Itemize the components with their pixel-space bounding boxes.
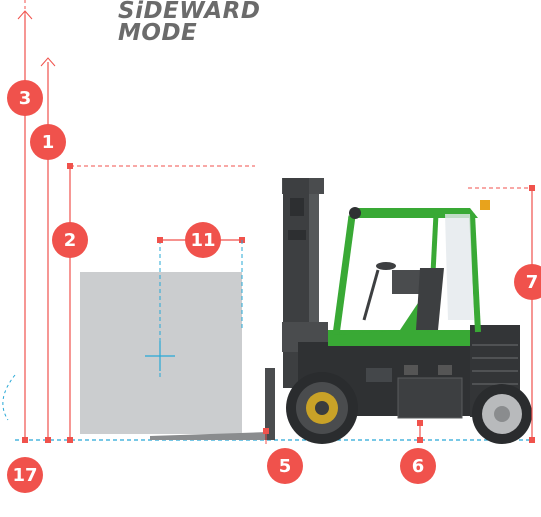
load-center-marker (145, 240, 175, 378)
callout-3-label: 3 (19, 88, 32, 109)
callout-5-badge: 5 (267, 448, 303, 484)
callout-6-label: 6 (412, 456, 425, 477)
callout-11-badge: 11 (185, 222, 221, 258)
dimension-5 (263, 428, 269, 444)
cab (332, 200, 490, 345)
dimension-3 (17, 0, 33, 443)
callout-11-label: 11 (190, 230, 215, 251)
callout-5-label: 5 (279, 456, 292, 477)
fork-carriage (265, 368, 275, 440)
front-wheel (286, 372, 358, 444)
rear-wheel (472, 384, 532, 444)
callout-17-label: 17 (12, 465, 37, 486)
dimension-7 (468, 185, 535, 443)
callout-3-badge: 3 (7, 80, 43, 116)
callout-7-label: 7 (526, 272, 539, 293)
left-edge-arc (2, 374, 16, 421)
callout-7-badge: 7 (514, 264, 541, 300)
dimension-2 (67, 163, 255, 443)
callout-17-badge: 17 (7, 457, 43, 493)
callout-2-badge: 2 (52, 222, 88, 258)
callout-6-badge: 6 (400, 448, 436, 484)
callout-2-label: 2 (64, 230, 77, 251)
mode-title: SiDEWARD MODE (118, 0, 261, 46)
mode-title-line2: MODE (118, 20, 198, 46)
mode-title-line1: SiDEWARD (118, 0, 261, 24)
load-block (80, 272, 242, 434)
dimension-6 (417, 420, 423, 443)
fork-tine (150, 432, 270, 440)
dimension-1 (40, 57, 56, 443)
callout-1-label: 1 (42, 132, 55, 153)
callout-1-badge: 1 (30, 124, 66, 160)
